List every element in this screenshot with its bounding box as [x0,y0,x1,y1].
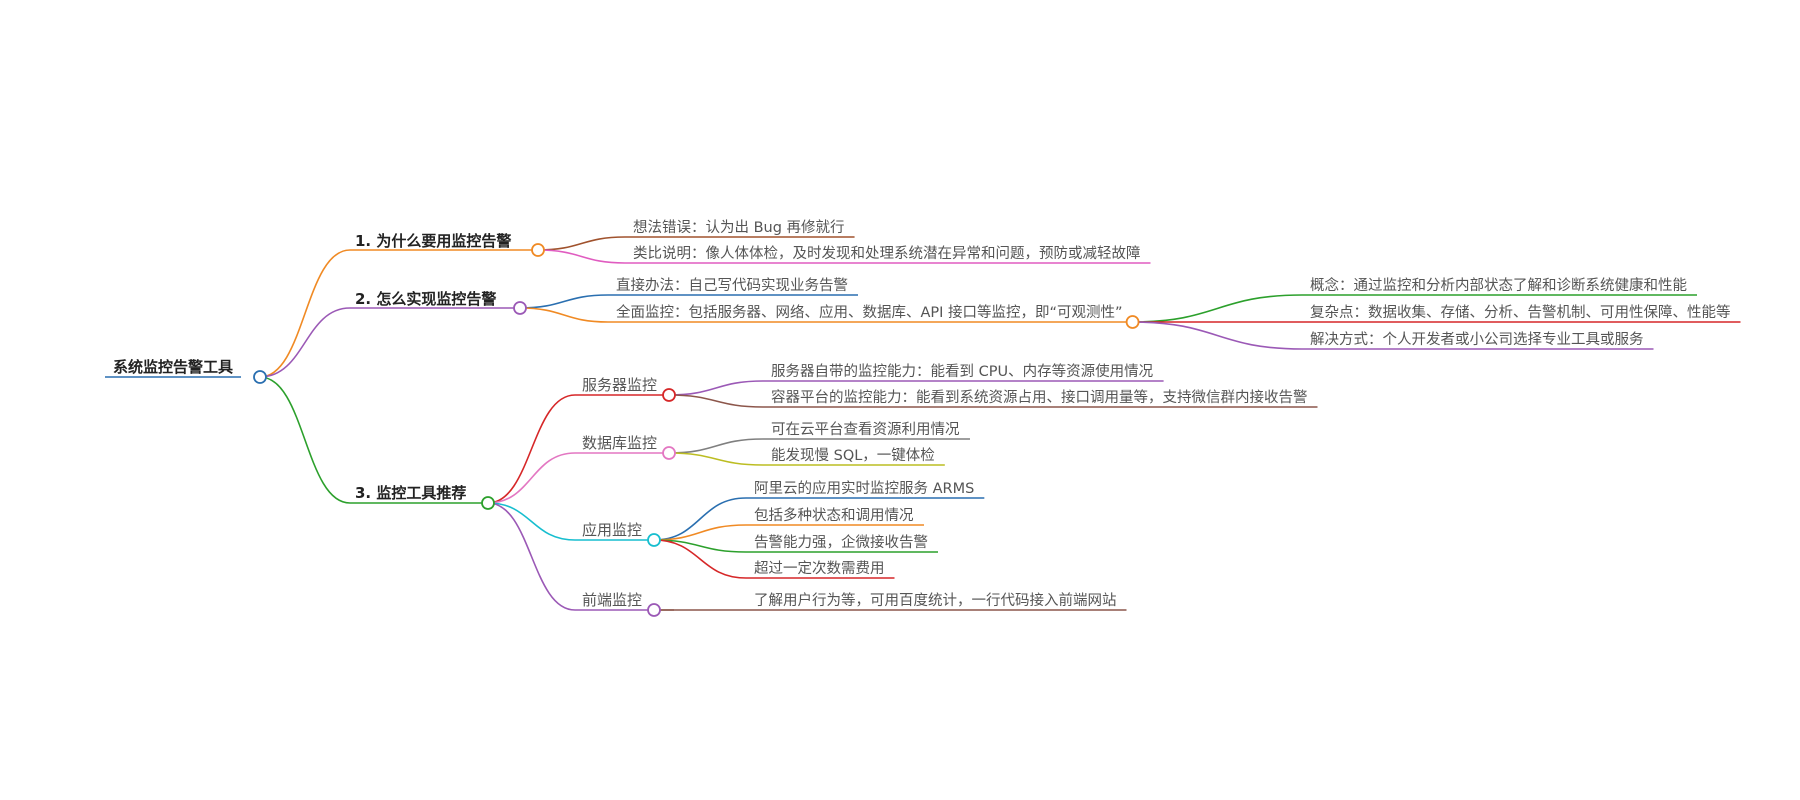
leaf-frontend-detail: 了解用户行为等，可用百度统计，一行代码接入前端网站 [754,591,1117,609]
edge-root-b2 [259,307,351,378]
leaf-arms: 阿里云的应用实时监控服务 ARMS [754,479,974,497]
leaf-solution: 解决方式：个人开发者或小公司选择专业工具或服务 [1310,331,1644,348]
edge-b2-full [519,307,609,323]
node-dot [253,370,267,384]
edge-sub-leaf [654,539,747,579]
edge-sub-leaf [654,524,747,541]
edge-b1-leaf [537,236,626,251]
edge-b3-sub [487,394,576,504]
node-dot [513,301,527,315]
leaf-container-platform: 容器平台的监控能力：能看到系统资源占用、接口调用量等，支持微信群内接收告警 [771,388,1308,406]
edge-b3-sub [487,502,576,541]
leaf-full-monitoring: 全面监控：包括服务器、网络、应用、数据库、API 接口等监控，即“可观测性” [616,303,1123,321]
leaf-misconception: 想法错误：认为出 Bug 再修就行 [633,219,845,236]
sub-database-monitoring: 数据库监控 [582,434,657,452]
sub-app-monitoring: 应用监控 [582,521,642,539]
sub-frontend-monitoring: 前端监控 [582,591,642,609]
node-dot [662,446,676,460]
node-dot [531,243,545,257]
node-dot [647,533,661,547]
branch-why-monitoring: 1. 为什么要用监控告警 [355,232,511,250]
leaf-alerts: 告警能力强，企微接收告警 [754,533,928,551]
leaf-direct-method: 直接办法：自己写代码实现业务告警 [616,277,848,294]
edge-b1-leaf [537,249,626,264]
edge-full-leaf [1132,321,1303,350]
edge-full-leaf [1132,294,1303,323]
edge-sub-leaf [669,438,764,454]
branch-how-monitoring: 2. 怎么实现监控告警 [355,290,496,308]
leaf-fees: 超过一定次数需费用 [754,560,885,577]
leaf-states: 包括多种状态和调用情况 [754,507,914,524]
edge-b3-sub [487,452,576,504]
edge-b3-sub [487,502,576,611]
sub-server-monitoring: 服务器监控 [582,376,657,394]
dots-layer [253,243,1140,617]
branch-tools: 3. 监控工具推荐 [355,484,466,502]
node-dot [481,496,495,510]
node-dot [662,388,676,402]
leaf-concept: 概念：通过监控和分析内部状态了解和诊断系统健康和性能 [1310,276,1687,294]
edge-sub-leaf [654,497,747,541]
edge-sub-leaf [669,452,764,466]
leaf-slow-sql: 能发现慢 SQL，一键体检 [771,447,935,464]
nodes-layer: 系统监控告警工具 1. 为什么要用监控告警 想法错误：认为出 Bug 再修就行 … [113,219,1731,609]
root-topic: 系统监控告警工具 [113,358,233,376]
underlines-layer [105,236,1741,611]
leaf-analogy: 类比说明：像人体体检，及时发现和处理系统潜在异常和问题，预防或减轻故障 [633,244,1141,262]
leaf-server-builtin: 服务器自带的监控能力：能看到 CPU、内存等资源使用情况 [771,362,1154,380]
edge-root-b3 [259,376,351,504]
node-dot [1125,315,1140,329]
node-dot [647,603,661,617]
edge-root-b1 [259,249,351,378]
leaf-cloud-resources: 可在云平台查看资源利用情况 [771,421,960,438]
leaf-complexity: 复杂点：数据收集、存储、分析、告警机制、可用性保障、性能等 [1310,303,1731,321]
edge-sub-leaf [669,394,764,408]
edge-b2-direct [519,294,609,309]
edge-sub-leaf [669,380,764,396]
